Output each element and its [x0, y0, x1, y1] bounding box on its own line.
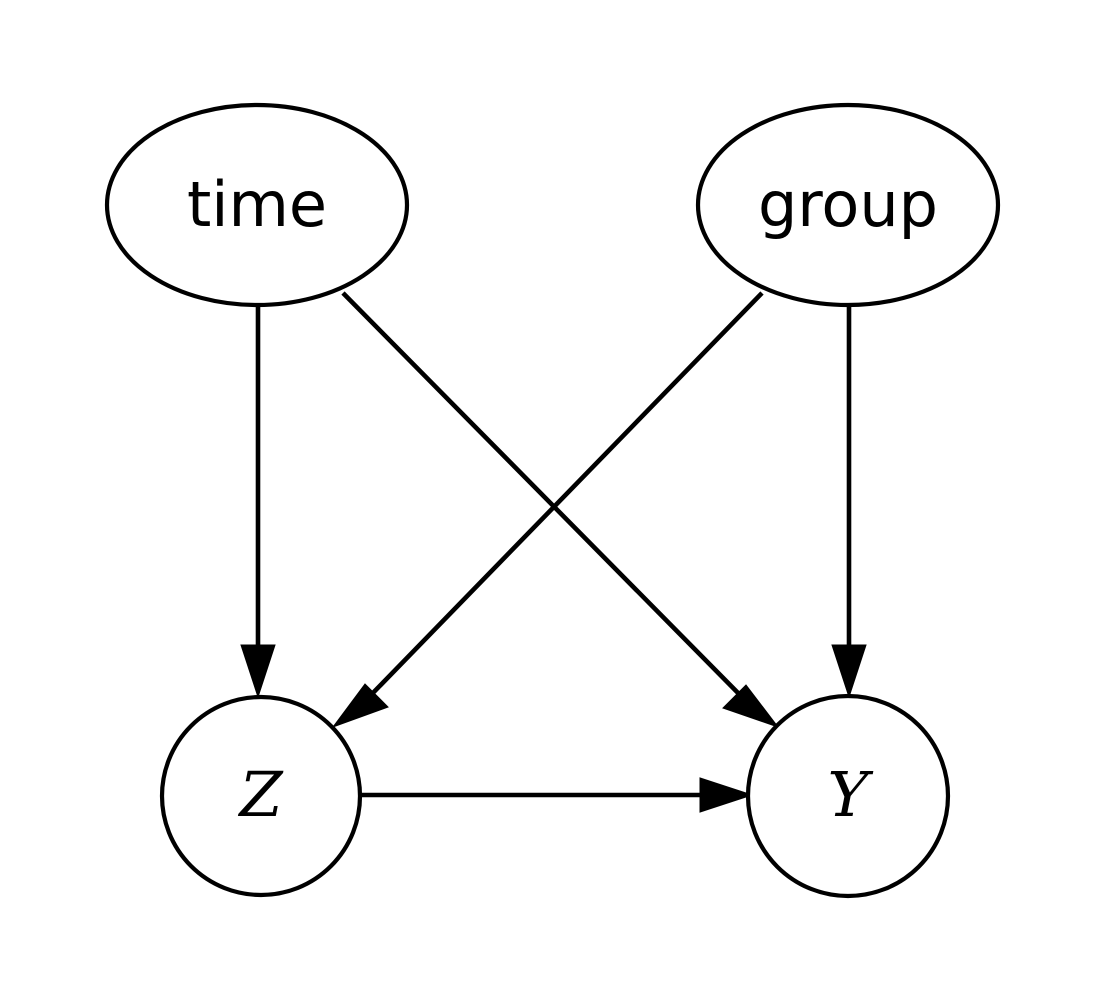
- node-layer: time group Z Y: [104, 102, 1001, 899]
- node-group-ellipse[interactable]: [695, 102, 1001, 308]
- edge-Z-to-Y: [359, 777, 754, 813]
- edge-group-to-Y: [831, 305, 867, 699]
- node-Y-circle[interactable]: [745, 693, 951, 899]
- edge-time-to-Y-arrowhead: [722, 684, 780, 729]
- edge-time-to-Y-line: [341, 291, 744, 699]
- node-time-label: time: [187, 168, 327, 241]
- edge-Z-to-Y-arrowhead: [699, 777, 754, 813]
- node-group-label: group: [758, 168, 938, 241]
- node-Y[interactable]: Y: [745, 693, 951, 899]
- edge-layer: [240, 291, 867, 813]
- node-Z[interactable]: Z: [159, 694, 363, 898]
- node-Y-label: Y: [828, 758, 874, 831]
- edge-group-to-Z-arrowhead: [331, 683, 389, 729]
- node-group[interactable]: group: [695, 102, 1001, 308]
- node-Z-circle[interactable]: [159, 694, 363, 898]
- edge-group-to-Y-arrowhead: [831, 644, 867, 699]
- node-time-ellipse[interactable]: [104, 102, 410, 308]
- node-time[interactable]: time: [104, 102, 410, 308]
- edge-group-to-Z: [331, 291, 764, 729]
- edge-time-to-Z-arrowhead: [240, 644, 276, 699]
- edge-time-to-Z: [240, 305, 276, 699]
- node-Z-label: Z: [237, 758, 283, 831]
- edge-time-to-Y: [341, 291, 780, 729]
- edge-group-to-Z-line: [367, 291, 764, 699]
